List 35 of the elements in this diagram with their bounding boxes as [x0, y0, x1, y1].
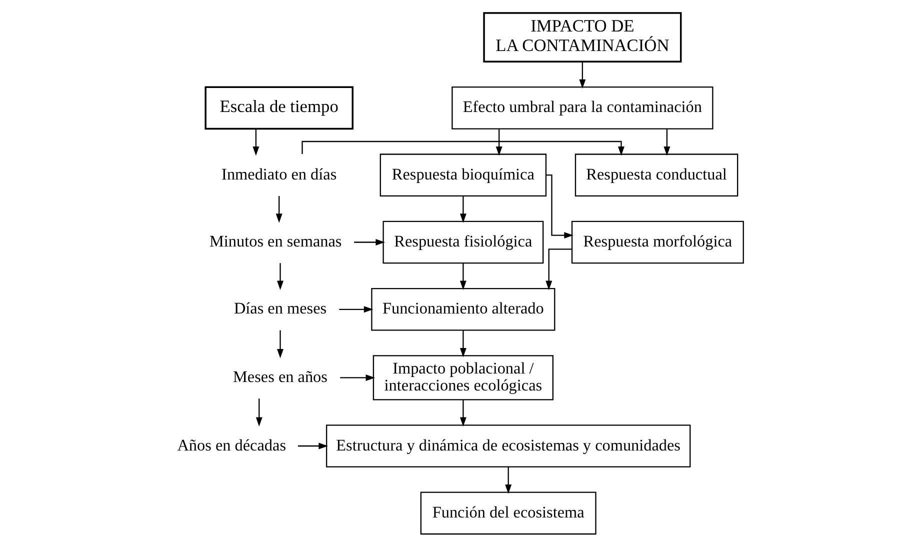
arrow	[275, 196, 282, 223]
arrow	[276, 330, 283, 358]
arrow	[354, 239, 384, 246]
arrow	[276, 263, 283, 290]
arrow	[459, 196, 466, 223]
node-text: Inmediato en días	[221, 165, 336, 184]
arrow	[578, 62, 586, 89]
node-box: Respuesta morfológica	[570, 220, 744, 264]
node-box: Funcionamiento alterado	[370, 288, 555, 331]
node-box: Efecto umbral para la contaminación	[451, 86, 713, 130]
node-box: IMPACTO DE LA CONTAMINACIÓN	[482, 12, 682, 62]
arrow	[663, 128, 670, 156]
node-box: Función del ecosistema	[420, 492, 596, 535]
node-text: Meses en años	[232, 368, 327, 386]
node-box: Respuesta bioquímica	[379, 154, 546, 197]
node-box: Respuesta conductual	[574, 154, 738, 197]
arrow	[255, 398, 262, 427]
node-text: Años en décadas	[176, 436, 286, 454]
node-box: Escala de tiempo	[204, 86, 353, 130]
arrow	[504, 466, 512, 494]
arrow	[495, 128, 502, 156]
arrow	[546, 174, 573, 239]
arrow	[338, 306, 373, 313]
arrow	[340, 374, 375, 381]
arrow	[459, 400, 466, 427]
node-text: Días en meses	[233, 300, 326, 318]
arrow	[459, 330, 466, 358]
node-box: Impacto poblacional / interacciones ecológicas	[372, 355, 553, 400]
arrow	[252, 128, 259, 156]
arrow	[545, 248, 572, 290]
node-text: Minutos en semanas	[209, 232, 342, 251]
node-box: Estructura y dinámica de ecosistemas y comunidades	[325, 424, 690, 468]
arrow	[459, 263, 466, 290]
arrow	[297, 442, 328, 450]
node-box: Respuesta fisiológica	[382, 220, 544, 264]
